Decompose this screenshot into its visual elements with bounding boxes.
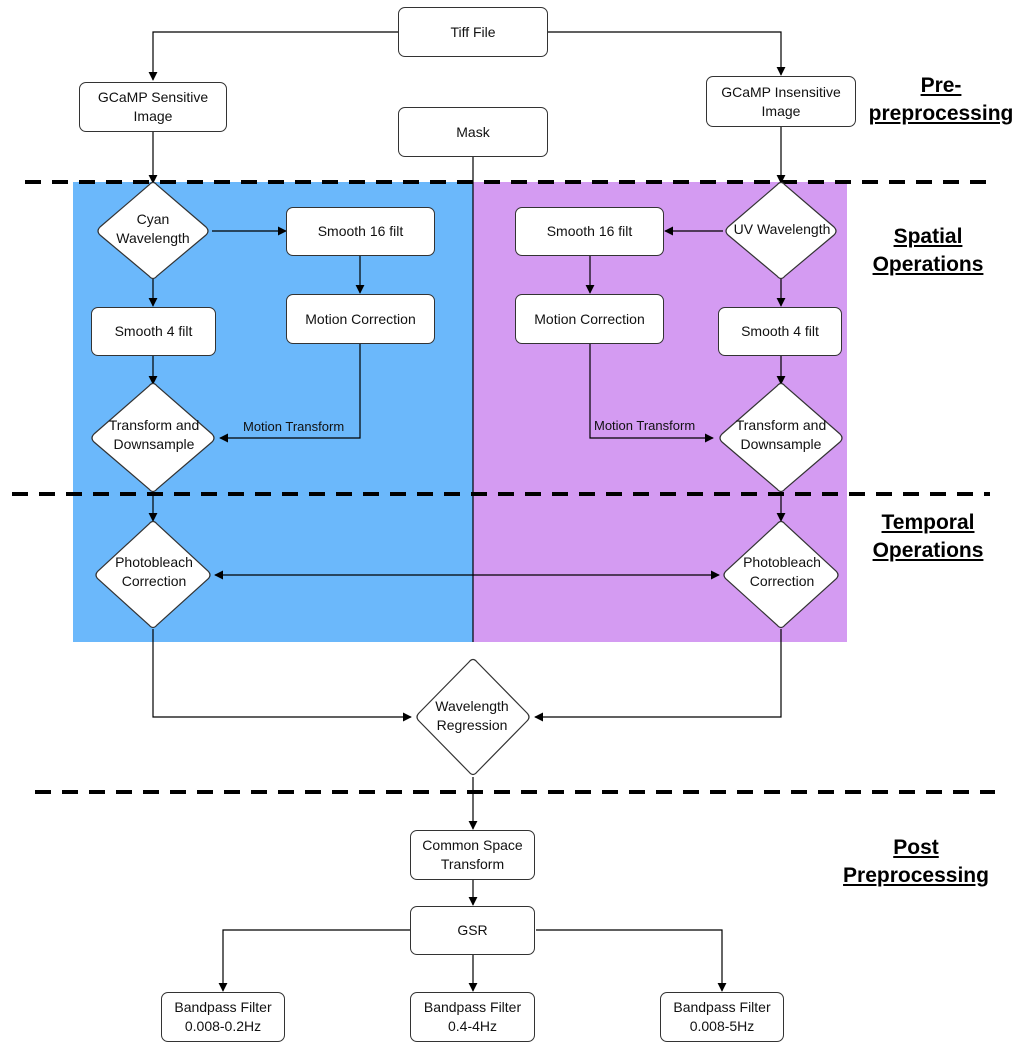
section-title-post: Post Preprocessing	[843, 836, 989, 887]
motion-correction-left-node: Motion Correction	[286, 294, 435, 344]
section-title-pre: Pre- preprocessing	[868, 74, 1014, 125]
cyan-wavelength-diamond	[97, 181, 209, 280]
transform-right-diamond	[719, 382, 843, 493]
smooth16-right-node: Smooth 16 filt	[515, 207, 664, 256]
section-title-spatial: Spatial Operations	[872, 225, 984, 276]
motion-transform-right-label: Motion Transform	[594, 418, 696, 433]
edge-tiff-sensitive	[148, 31, 398, 81]
gcamp-insensitive-node: GCaMP Insensitive Image	[706, 76, 856, 127]
motion-transform-left-label: Motion Transform	[243, 419, 345, 434]
common-space-node: Common Space Transform	[410, 830, 535, 880]
edge-gsr-bandpass-1	[218, 929, 410, 992]
edge-gsr-bandpass-3	[536, 929, 727, 992]
edge-tiff-insensitive	[548, 31, 786, 76]
gcamp-sensitive-node: GCaMP Sensitive Image	[79, 82, 227, 132]
edge-motion-transform-left	[219, 344, 361, 443]
motion-correction-right-node: Motion Correction	[515, 294, 664, 344]
mask-node: Mask	[398, 107, 548, 157]
tiff-file-node: Tiff File	[398, 7, 548, 57]
section-title-temporal: Temporal Operations	[872, 511, 984, 562]
gsr-node: GSR	[410, 906, 535, 955]
edge-motion-transform-right	[589, 344, 714, 443]
bandpass-filter-1-node: Bandpass Filter 0.008-0.2Hz	[161, 992, 285, 1042]
smooth4-left-node: Smooth 4 filt	[91, 307, 216, 356]
photobleach-left-diamond	[95, 520, 211, 629]
edge-photobleach-right-regression	[534, 629, 782, 722]
wavelength-regression-diamond	[416, 658, 530, 776]
bandpass-filter-2-node: Bandpass Filter 0.4-4Hz	[410, 992, 535, 1042]
photobleach-right-diamond	[723, 520, 839, 629]
bandpass-filter-3-node: Bandpass Filter 0.008-5Hz	[660, 992, 784, 1042]
uv-wavelength-diamond	[725, 181, 837, 280]
edge-photobleach-left-regression	[152, 629, 412, 722]
smooth16-left-node: Smooth 16 filt	[286, 207, 435, 256]
transform-left-diamond	[91, 382, 215, 493]
smooth4-right-node: Smooth 4 filt	[718, 307, 842, 356]
